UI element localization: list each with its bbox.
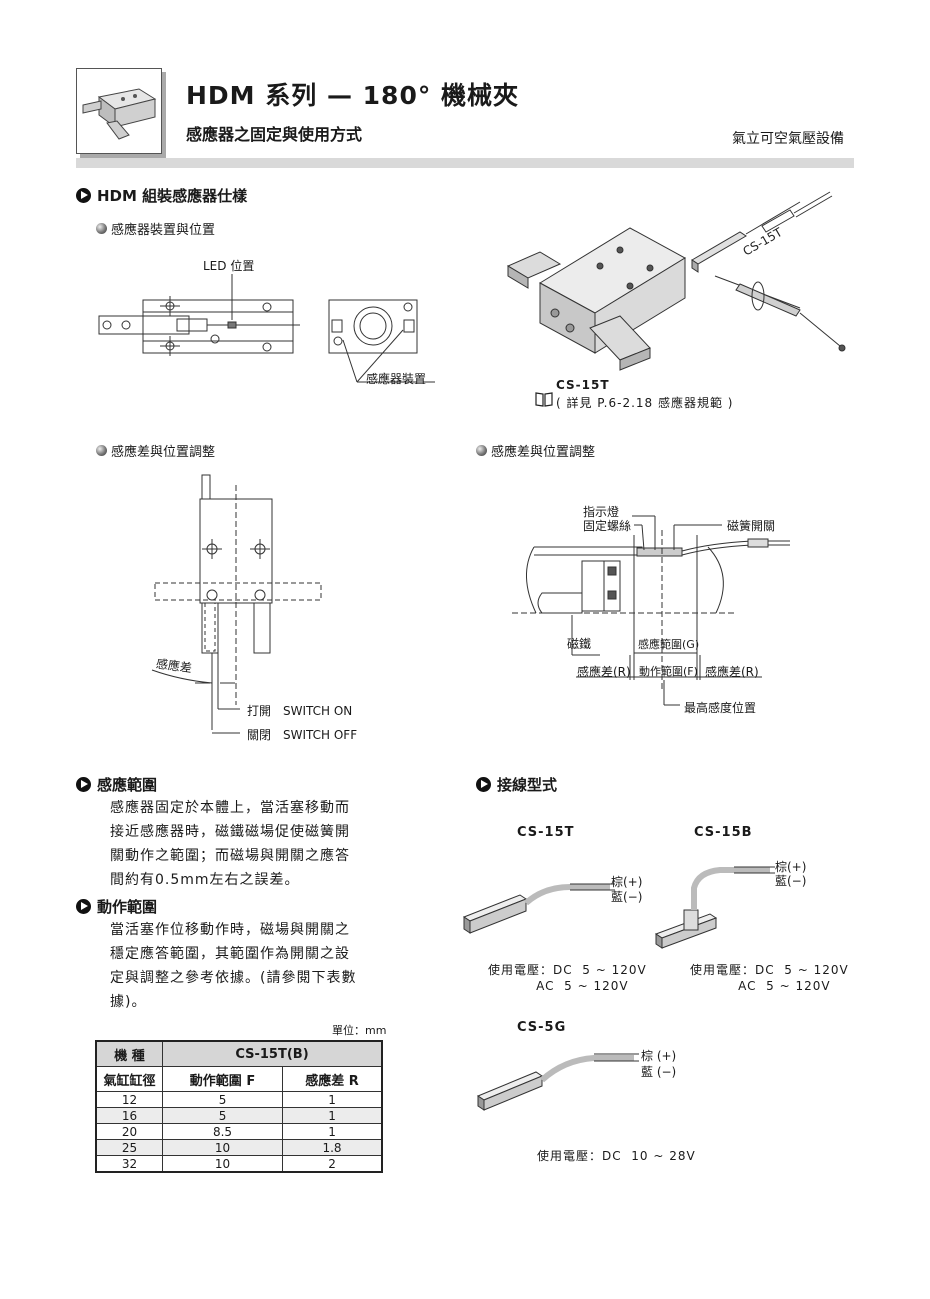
cs15b-sensor-image xyxy=(654,866,775,949)
table-cell: 16 xyxy=(95,1107,163,1124)
model-name-cs15b: CS-15B xyxy=(694,825,753,840)
company-name: 氣立可空氣壓設備 xyxy=(732,131,844,147)
sub-adjust-heading-left: 感應差與位置調整 xyxy=(96,441,215,460)
round-bullet-icon xyxy=(476,445,487,456)
page-subtitle: 感應器之固定與使用方式 xyxy=(186,125,363,144)
table-row: 20 8.5 1 xyxy=(95,1123,383,1140)
sub-adjust-heading-right: 感應差與位置調整 xyxy=(476,441,595,460)
table-cell: 20 xyxy=(95,1123,163,1140)
arrow-bullet-icon xyxy=(76,899,91,914)
table-header-diff: 感應差 R xyxy=(282,1066,383,1092)
cs15b-spec: 使用電壓：DC 5 ~ 120V AC 5 ~ 120V xyxy=(690,963,849,993)
hysteresis-left-drawing xyxy=(151,474,322,734)
book-icon xyxy=(535,392,553,407)
led-position-label: LED 位置 xyxy=(203,259,255,273)
operating-range-title: 動作範圍 xyxy=(97,898,158,916)
table-cell: 25 xyxy=(95,1139,163,1156)
table-cell: 12 xyxy=(95,1091,163,1108)
diff-r-right-label: 感應差(R) xyxy=(705,665,759,679)
table-row: 16 5 1 xyxy=(95,1107,383,1124)
cs15b-brown-wire: 棕(+) xyxy=(775,860,807,874)
ref-note: ( 詳見 P.6-2.18 感應器規範 ) xyxy=(556,396,734,410)
gripper-iso-drawing: CS-15T xyxy=(506,191,846,371)
table-header-bore: 氣缸缸徑 xyxy=(95,1066,163,1092)
table-cell: 10 xyxy=(161,1155,284,1173)
sensing-range-text: 感應器固定於本體上，當活塞移動而接近感應器時，磁鐵磁場促使磁簧開關動作之範圍；而… xyxy=(110,800,350,888)
table-unit: 單位：mm xyxy=(332,1024,387,1037)
max-position-label: 最高感度位置 xyxy=(684,701,757,715)
cs15t-brown-wire: 棕(+) xyxy=(611,875,643,889)
wiring-heading: 接線型式 xyxy=(476,774,557,795)
sub-adjust-title-left: 感應差與位置調整 xyxy=(111,445,216,460)
table-cell: 5 xyxy=(161,1091,284,1108)
cs15t-blue-wire: 藍(−) xyxy=(611,890,643,904)
table-header-model: 機 種 xyxy=(95,1040,163,1067)
table-cell: 5 xyxy=(161,1107,284,1124)
section-assembly-title: HDM 組裝感應器仕樣 xyxy=(97,187,248,205)
table-row: 12 5 1 xyxy=(95,1091,383,1108)
sensor-model-tag: CS-15T xyxy=(741,225,786,259)
cs5g-brown-wire: 棕 (+) xyxy=(641,1049,677,1063)
operating-range-text: 當活塞作位移動作時，磁場與開關之穩定應答範圍，其範圍作為開關之設定與調整之參考依… xyxy=(110,922,357,1010)
magnet-label: 磁鐵 xyxy=(567,637,592,651)
diff-r-left-label: 感應差(R) xyxy=(577,665,631,679)
model-name-cs5g: CS-5G xyxy=(517,1020,567,1035)
op-range-f-label: 動作範圍(F) xyxy=(639,665,698,678)
arrow-bullet-icon xyxy=(476,777,491,792)
cs5g-spec: 使用電壓：DC 10 ~ 28V xyxy=(537,1149,696,1163)
table-cell: 10 xyxy=(161,1139,284,1156)
header-divider xyxy=(76,158,854,168)
table-cell: 1 xyxy=(282,1123,383,1140)
table-row: 25 10 1.8 xyxy=(95,1139,383,1156)
table-cell: 32 xyxy=(95,1155,163,1173)
table-row: 32 10 2 xyxy=(95,1155,383,1173)
cs5g-blue-wire: 藍 (−) xyxy=(641,1065,677,1079)
switch-on-label: 打開 SWITCH ON xyxy=(247,704,353,718)
sub-mount-heading: 感應器裝置與位置 xyxy=(96,219,215,238)
table-cell: 8.5 xyxy=(161,1123,284,1140)
sub-adjust-title-right: 感應差與位置調整 xyxy=(491,445,596,460)
cs5g-sensor-image xyxy=(476,1053,639,1111)
table-cell: 1.8 xyxy=(282,1139,383,1156)
sensor-mount-label: 感應器裝置 xyxy=(366,372,427,386)
section-assembly-heading: HDM 組裝感應器仕樣 xyxy=(76,185,247,206)
arrow-bullet-icon xyxy=(76,777,91,792)
table-cell: 1 xyxy=(282,1091,383,1108)
wiring-title: 接線型式 xyxy=(497,776,558,794)
table-header-op-range: 動作範圍 F xyxy=(161,1066,284,1092)
table-cell: 1 xyxy=(282,1107,383,1124)
cs15t-sensor-image xyxy=(462,883,615,934)
sensor-mount-drawing xyxy=(98,274,435,383)
cs15t-spec: 使用電壓：DC 5 ~ 120V AC 5 ~ 120V xyxy=(488,963,647,993)
reed-switch-label: 磁簧開關 xyxy=(727,519,776,533)
table-cell: 2 xyxy=(282,1155,383,1173)
hysteresis-right-drawing xyxy=(512,515,790,706)
arrow-bullet-icon xyxy=(76,188,91,203)
operating-range-heading: 動作範圍 xyxy=(76,896,157,917)
range-g-label: 感應範圍(G) xyxy=(638,638,700,651)
round-bullet-icon xyxy=(96,223,107,234)
page-title: HDM 系列 — 180° 機械夾 xyxy=(186,81,520,110)
ref-model-label: CS-15T xyxy=(556,378,610,392)
model-name-cs15t: CS-15T xyxy=(517,825,575,840)
sub-mount-title: 感應器裝置與位置 xyxy=(111,223,216,238)
round-bullet-icon xyxy=(96,445,107,456)
screw-label: 固定螺絲 xyxy=(583,519,632,533)
switch-off-label: 關閉 SWITCH OFF xyxy=(247,728,358,742)
indicator-label: 指示燈 xyxy=(583,505,620,519)
cs15b-blue-wire: 藍(−) xyxy=(775,874,807,888)
table-header-sensor: CS-15T(B) xyxy=(162,1040,383,1067)
gripper-thumbnail-image xyxy=(82,88,157,140)
product-thumbnail xyxy=(76,68,162,154)
sensing-range-heading: 感應範圍 xyxy=(76,774,157,795)
spec-table: 機 種 CS-15T(B) 氣缸缸徑 動作範圍 F 感應差 R 12 5 1 1… xyxy=(95,1040,383,1173)
sensing-range-title: 感應範圍 xyxy=(97,776,158,794)
